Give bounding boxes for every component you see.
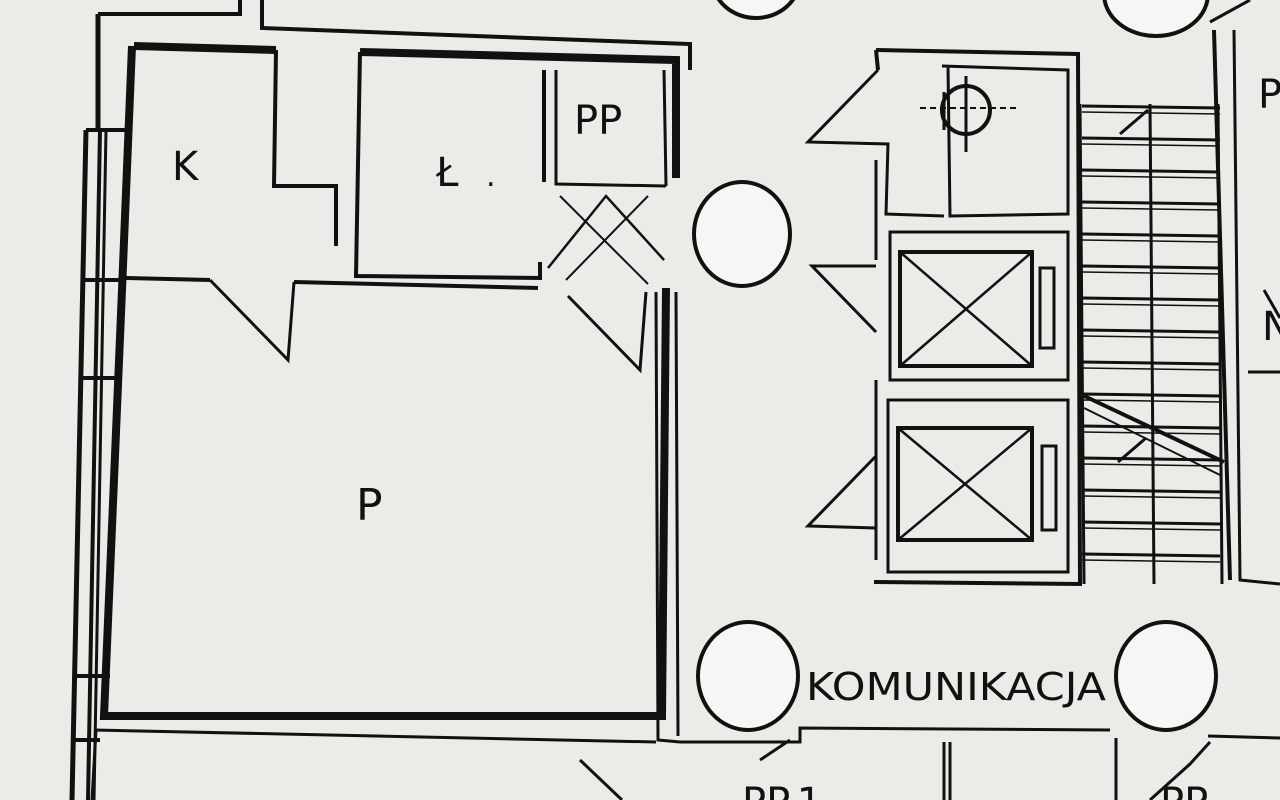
stair-tread [1081, 104, 1221, 110]
stair-tread [1117, 436, 1147, 464]
bathroom-mark: . [486, 159, 496, 194]
stair-tread [1081, 431, 1221, 435]
stair-tread [1079, 392, 1225, 464]
apartment-walls [69, 0, 692, 800]
stair-core [804, 48, 1083, 587]
stair-tread [1081, 392, 1221, 398]
stair-tread [1148, 103, 1156, 585]
stair-tread [1081, 456, 1221, 462]
top-right-partial-label: P [1258, 72, 1280, 118]
stair-tread [1081, 527, 1221, 531]
stair-tread [1081, 175, 1221, 179]
structural-columns [692, 0, 1218, 732]
surroundings [578, 0, 1280, 800]
stair-tread [1081, 232, 1221, 238]
stair-tread [1081, 488, 1221, 494]
stair-tread [1081, 143, 1221, 147]
stair-tread [1081, 367, 1221, 371]
stair-tread [1081, 296, 1221, 302]
stair-tread [1081, 463, 1221, 467]
bathroom-label: Ł [435, 150, 459, 196]
shaft-icon [920, 76, 1020, 152]
stair-tread [1081, 207, 1221, 211]
stair-tread [1078, 103, 1086, 585]
stair-tread [1081, 271, 1221, 275]
storage-label: PP [574, 98, 622, 144]
bottom-partial-label-2: PP [1160, 780, 1208, 800]
stair-tread [1081, 111, 1221, 115]
stair-tread [1081, 200, 1221, 206]
stair-tread [1081, 559, 1221, 563]
stair-tread [1119, 108, 1149, 136]
stair-tread [1083, 407, 1223, 477]
circulation-label: KOMUNIKACJA [806, 665, 1106, 709]
stair-tread [1081, 335, 1221, 339]
stair-tread [1081, 303, 1221, 307]
stair-tread [1081, 399, 1221, 403]
stair-tread [1081, 239, 1221, 243]
stair-tread [1081, 264, 1221, 270]
staircase [1078, 103, 1225, 585]
stair-tread [1081, 520, 1221, 526]
right-partial-label: N [1262, 304, 1280, 350]
stair-tread [1081, 168, 1221, 174]
stair-tread [1081, 552, 1221, 558]
bottom-partial-label-1: PP.1 [742, 780, 822, 800]
stair-tread [1081, 328, 1221, 334]
main-room-label: P [356, 480, 383, 531]
stair-tread [1081, 360, 1221, 366]
stair-tread [1081, 495, 1221, 499]
kitchen-label: K [172, 144, 200, 190]
stair-tread [1081, 136, 1221, 142]
